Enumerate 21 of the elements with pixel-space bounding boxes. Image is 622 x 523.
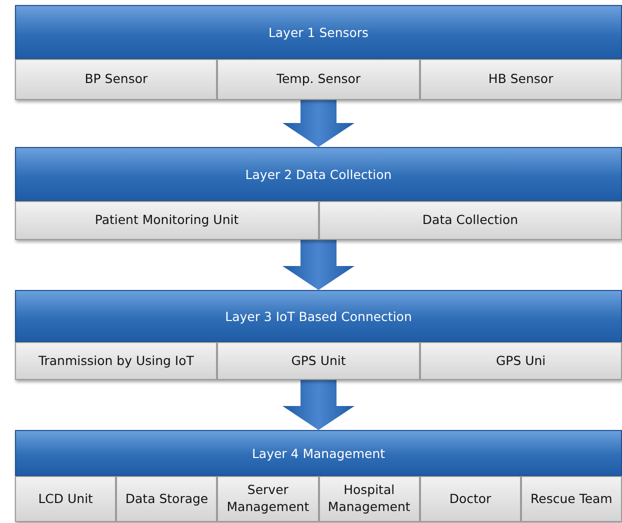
component-box: GPS Uni xyxy=(420,342,622,380)
component-box: Doctor xyxy=(420,476,521,522)
block-arrow xyxy=(282,240,354,290)
layer-title: Layer 2 Data Collection xyxy=(245,166,392,182)
component-box: GPS Unit xyxy=(217,342,420,380)
layer-title: Layer 4 Management xyxy=(252,446,386,460)
component-box: HB Sensor xyxy=(420,59,622,100)
component-box: Patient Monitoring Unit xyxy=(15,201,318,240)
component-box: Data Storage xyxy=(116,476,218,522)
layer-title: Layer 3 IoT Based Connection xyxy=(225,308,412,324)
component-box: BP Sensor xyxy=(15,59,218,100)
block-arrow xyxy=(282,100,354,147)
component-box: Rescue Team xyxy=(520,476,622,522)
layer-title: Layer 1 Sensors xyxy=(268,24,369,40)
component-box: Data Collection xyxy=(318,201,622,240)
component-box: Temp. Sensor xyxy=(217,59,420,100)
block-arrow xyxy=(282,380,354,430)
component-box: Hospital Management xyxy=(318,476,420,522)
component-box: Tranmission by Using IoT xyxy=(15,342,218,380)
component-box: LCD Unit xyxy=(15,476,116,522)
component-box: Server Management xyxy=(217,476,319,522)
